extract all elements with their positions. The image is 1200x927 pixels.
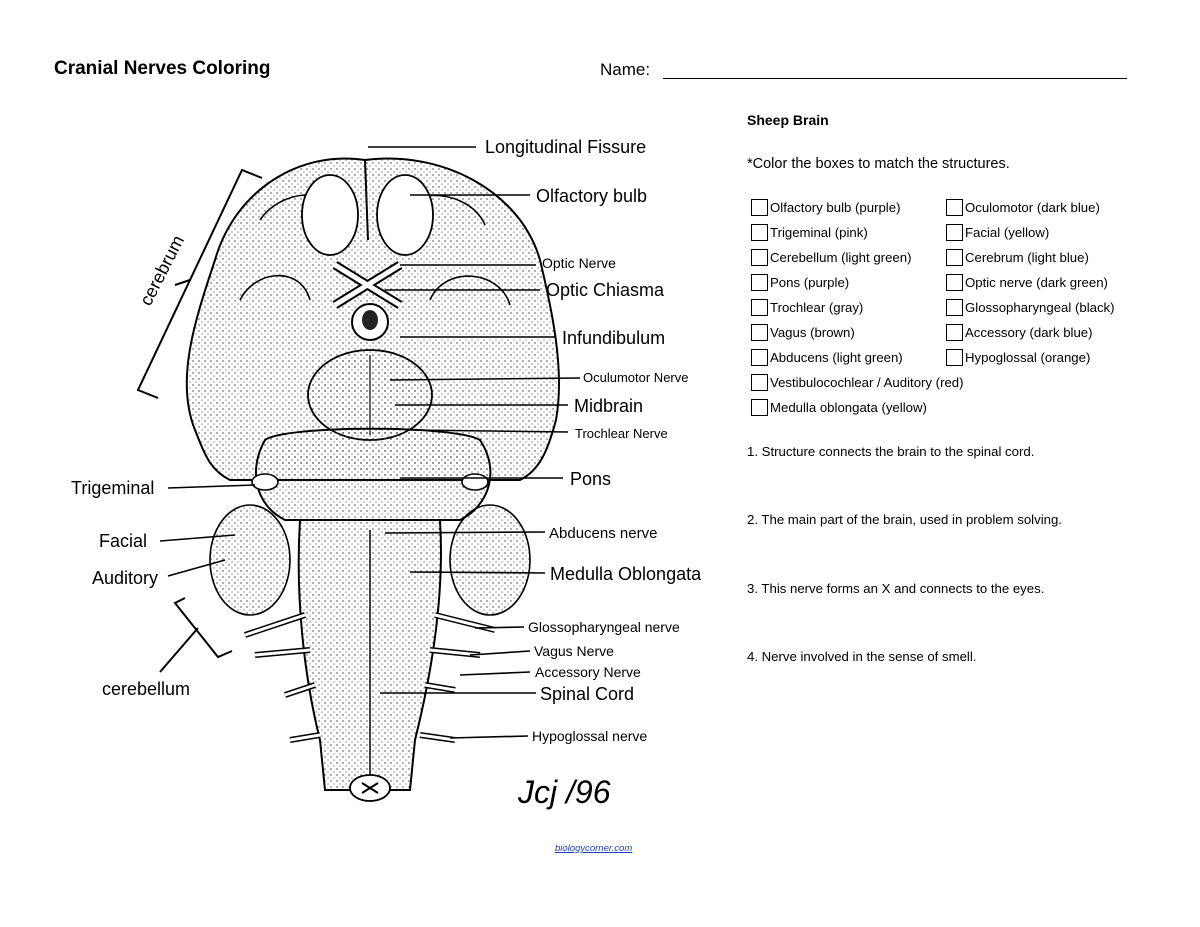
check-accessory: Accessory (dark blue) bbox=[946, 324, 1093, 341]
check-trigeminal: Trigeminal (pink) bbox=[751, 224, 868, 241]
pons-shape bbox=[254, 427, 492, 521]
artist-signature: Jcj /96 bbox=[517, 774, 611, 810]
check-cerebellum: Cerebellum (light green) bbox=[751, 249, 911, 266]
color-box[interactable] bbox=[946, 274, 963, 291]
color-box[interactable] bbox=[946, 349, 963, 366]
color-box[interactable] bbox=[751, 274, 768, 291]
color-box[interactable] bbox=[751, 224, 768, 241]
check-optic-nerve: Optic nerve (dark green) bbox=[946, 274, 1108, 291]
check-trochlear: Trochlear (gray) bbox=[751, 299, 863, 316]
check-vestibulocochlear: Vestibulocochlear / Auditory (red) bbox=[751, 374, 964, 391]
check-hypoglossal: Hypoglossal (orange) bbox=[946, 349, 1090, 366]
question-1: 1. Structure connects the brain to the s… bbox=[747, 444, 1035, 459]
label-spinal-cord: Spinal Cord bbox=[540, 684, 634, 704]
label-infundibulum: Infundibulum bbox=[562, 328, 665, 348]
label-olfactory-bulb: Olfactory bulb bbox=[536, 186, 647, 206]
subtitle-sheep-brain: Sheep Brain bbox=[747, 112, 829, 128]
olfactory-bulb-left bbox=[301, 174, 359, 256]
check-abducens: Abducens (light green) bbox=[751, 349, 903, 366]
label-medulla-oblongata: Medulla Oblongata bbox=[550, 564, 702, 584]
footer-link[interactable]: biologycorner.com bbox=[555, 843, 633, 854]
question-3: 3. This nerve forms an X and connects to… bbox=[747, 581, 1045, 596]
label-pons: Pons bbox=[570, 469, 611, 489]
check-olfactory-bulb: Olfactory bulb (purple) bbox=[751, 199, 900, 216]
color-box[interactable] bbox=[751, 199, 768, 216]
color-box[interactable] bbox=[751, 349, 768, 366]
color-box[interactable] bbox=[946, 199, 963, 216]
label-trigeminal: Trigeminal bbox=[71, 478, 154, 498]
color-box[interactable] bbox=[751, 299, 768, 316]
worksheet-title: Cranial Nerves Coloring bbox=[54, 58, 271, 79]
label-longitudinal-fissure: Longitudinal Fissure bbox=[485, 137, 646, 157]
color-box[interactable] bbox=[946, 224, 963, 241]
label-facial: Facial bbox=[99, 531, 147, 551]
check-cerebrum: Cerebrum (light blue) bbox=[946, 249, 1089, 266]
color-box[interactable] bbox=[946, 249, 963, 266]
label-oculomotor-nerve: Oculumotor Nerve bbox=[583, 370, 688, 385]
instruction-text: *Color the boxes to match the structures… bbox=[747, 156, 1010, 172]
label-cerebellum: cerebellum bbox=[102, 679, 190, 699]
check-medulla-oblongata: Medulla oblongata (yellow) bbox=[751, 399, 927, 416]
check-pons: Pons (purple) bbox=[751, 274, 849, 291]
label-midbrain: Midbrain bbox=[574, 396, 643, 416]
label-cerebrum: cerebrum bbox=[136, 232, 188, 309]
label-optic-nerve: Optic Nerve bbox=[542, 255, 616, 271]
name-field[interactable] bbox=[663, 78, 1127, 79]
color-box[interactable] bbox=[751, 249, 768, 266]
check-facial: Facial (yellow) bbox=[946, 224, 1049, 241]
label-hypoglossal-nerve: Hypoglossal nerve bbox=[532, 728, 647, 744]
label-trochlear-nerve: Trochlear Nerve bbox=[575, 426, 668, 441]
label-abducens-nerve: Abducens nerve bbox=[549, 525, 657, 542]
color-box[interactable] bbox=[946, 324, 963, 341]
label-optic-chiasma: Optic Chiasma bbox=[546, 280, 665, 300]
color-box[interactable] bbox=[751, 374, 768, 391]
check-oculomotor: Oculomotor (dark blue) bbox=[946, 199, 1100, 216]
label-auditory: Auditory bbox=[92, 568, 158, 588]
cerebellum-left bbox=[209, 504, 291, 616]
label-accessory-nerve: Accessory Nerve bbox=[535, 664, 641, 680]
question-4: 4. Nerve involved in the sense of smell. bbox=[747, 649, 977, 664]
olfactory-bulb-right bbox=[376, 174, 434, 256]
cerebellum-right bbox=[449, 504, 531, 616]
label-vagus-nerve: Vagus Nerve bbox=[534, 643, 614, 659]
name-label: Name: bbox=[600, 60, 651, 79]
color-box[interactable] bbox=[751, 324, 768, 341]
question-2: 2. The main part of the brain, used in p… bbox=[747, 512, 1062, 527]
check-vagus: Vagus (brown) bbox=[751, 324, 855, 341]
color-box[interactable] bbox=[946, 299, 963, 316]
label-glossopharyngeal-nerve: Glossopharyngeal nerve bbox=[528, 619, 680, 635]
color-box[interactable] bbox=[751, 399, 768, 416]
brain-diagram: Longitudinal Fissure Olfactory bulb Opti… bbox=[71, 137, 702, 810]
check-glossopharyngeal: Glossopharyngeal (black) bbox=[946, 299, 1115, 316]
